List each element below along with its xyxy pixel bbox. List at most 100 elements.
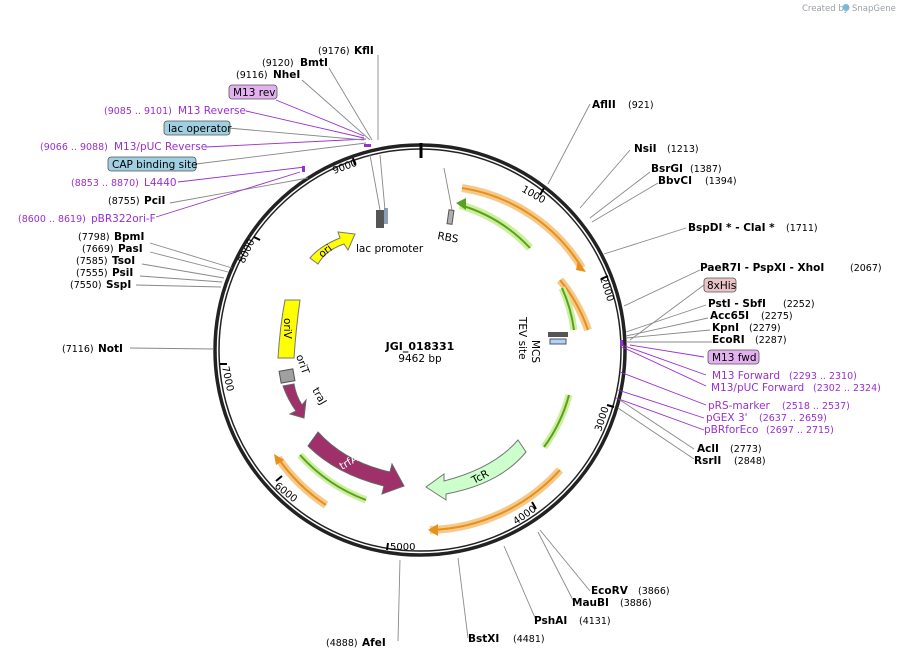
enzyme-kfli[interactable]: KflI	[354, 45, 374, 57]
his-tag-box[interactable]	[703, 277, 737, 293]
enzyme-pshai-pos: (4131)	[579, 616, 611, 627]
enzyme-kpni[interactable]: KpnI	[712, 322, 739, 334]
primer-pbr322ori-f-pos: (8600 .. 8619)	[18, 214, 86, 225]
primer-l4440-pos: (8853 .. 8870)	[71, 178, 139, 189]
enzyme-bpmi[interactable]: BpmI	[114, 231, 144, 243]
enzyme-tsoi-pos: (7585)	[76, 256, 108, 267]
enzyme-pasi-pos: (7669)	[82, 244, 114, 255]
enzyme-aflii[interactable]: AflII	[592, 99, 616, 111]
enzyme-bspdi-clai-pos: (1711)	[786, 223, 818, 234]
enzyme-psii-pos: (7555)	[76, 268, 108, 279]
lac-promoter-feature[interactable]	[376, 210, 384, 228]
primer-m13-puc-reverse-pos: (9066 .. 9088)	[40, 142, 108, 153]
enzyme-nsii-pos: (1213)	[667, 144, 699, 155]
enzyme-bmti-pos: (9120)	[262, 58, 294, 69]
enzyme-ecori[interactable]: EcoRI	[712, 334, 745, 346]
snapgene-logo-icon	[842, 4, 850, 11]
primer-m13-reverse-pos: (9085 .. 9101)	[104, 106, 172, 117]
lac-operator-label: lac operator	[168, 123, 232, 135]
oriv-label: oriV	[281, 318, 293, 340]
enzyme-aflii-pos: (921)	[628, 100, 654, 111]
enzyme-afei[interactable]: AfeI	[362, 637, 386, 649]
enzyme-bspdi-clai[interactable]: BspDI * - ClaI *	[688, 222, 775, 234]
enzyme-rsrii[interactable]: RsrII	[694, 455, 721, 467]
rbs-label: RBS	[436, 230, 459, 246]
lac-operator-box[interactable]	[163, 120, 231, 136]
enzyme-bstxi[interactable]: BstXI	[468, 633, 499, 645]
enzyme-bsrgi-pos: (1387)	[690, 164, 722, 175]
enzyme-bstxi-pos: (4481)	[513, 634, 545, 645]
enzyme-paer7i-pspxi-xhoi[interactable]: PaeR7I - PspXI - XhoI	[700, 262, 824, 274]
primer-pbrforeco-pos: (2697 .. 2715)	[766, 425, 834, 436]
enzyme-rsrii-pos: (2848)	[734, 456, 766, 467]
primer-prs-marker-pos: (2518 .. 2537)	[782, 401, 850, 412]
his-tag-label: 8xHis	[707, 280, 736, 292]
enzyme-kpni-pos: (2279)	[749, 323, 781, 334]
orit-feature[interactable]	[278, 368, 296, 384]
traj-label: traJ	[309, 386, 328, 408]
enzyme-pshai[interactable]: PshAI	[534, 615, 567, 627]
enzyme-maubi[interactable]: MauBI	[572, 597, 609, 609]
enzyme-acli-pos: (2773)	[730, 444, 762, 455]
m13-fwd-box[interactable]	[707, 349, 760, 365]
primer-m13-puc-reverse[interactable]: M13/pUC Reverse	[114, 141, 207, 153]
enzyme-nhei[interactable]: NheI	[273, 69, 300, 81]
primer-pbr322ori-f[interactable]: pBR322ori-F	[91, 213, 156, 225]
primer-pbrforeco[interactable]: pBRforEco	[704, 424, 758, 436]
enzyme-bbvci[interactable]: BbvCI	[658, 175, 692, 187]
enzyme-ecorv[interactable]: EcoRV	[591, 585, 629, 597]
enzyme-tsoi[interactable]: TsoI	[112, 255, 135, 267]
enzyme-sspi-pos: (7550)	[70, 280, 102, 291]
mcs-feature[interactable]	[549, 338, 567, 345]
tick-label-9000: 9000	[331, 158, 359, 177]
primer-prs-marker[interactable]: pRS-marker	[708, 400, 771, 412]
m13-fwd-label: M13 fwd	[712, 352, 757, 364]
trfa-feature[interactable]	[307, 431, 405, 495]
enzyme-pcii-pos: (8755)	[108, 196, 140, 207]
enzyme-bpmi-pos: (7798)	[78, 232, 110, 243]
enzyme-psii[interactable]: PsiI	[112, 267, 133, 279]
enzyme-labels-right: AflII (921) NsiI (1213) BsrGI (1387) Bbv…	[326, 99, 882, 649]
primer-m13-forward-pos: (2293 .. 2310)	[789, 371, 857, 382]
oriv-feature[interactable]	[277, 299, 301, 359]
primer-l4440[interactable]: L4440	[144, 177, 177, 189]
primer-m13-forward[interactable]: M13 Forward	[712, 370, 780, 382]
primer-m13-reverse[interactable]: M13 Reverse	[178, 105, 246, 117]
enzyme-acc65i[interactable]: Acc65I	[710, 310, 749, 322]
orf-arcs	[274, 184, 592, 536]
enzyme-nsii[interactable]: NsiI	[634, 143, 657, 155]
enzyme-pcii[interactable]: PciI	[144, 195, 165, 207]
cap-site-label: CAP binding site	[112, 159, 198, 171]
enzyme-ecorv-pos: (3866)	[638, 586, 670, 597]
lac-operator-feature[interactable]	[384, 208, 388, 224]
enzyme-kfli-pos: (9176)	[318, 46, 350, 57]
primer-pgex3[interactable]: pGEX 3'	[706, 412, 748, 424]
enzyme-noti[interactable]: NotI	[98, 343, 123, 355]
plasmid-size: 9462 bp	[398, 353, 442, 365]
rbs-feature[interactable]	[446, 209, 455, 225]
lac-promoter-label: lac promoter	[356, 243, 424, 255]
tick-marks	[220, 157, 615, 551]
primer-m13-puc-forward[interactable]: M13/pUC Forward	[711, 382, 804, 394]
enzyme-bsrgi[interactable]: BsrGI	[651, 163, 683, 175]
cap-site-box[interactable]	[107, 156, 197, 172]
traj-feature[interactable]	[282, 383, 307, 419]
tev-feature[interactable]	[548, 332, 568, 337]
primer-m13-puc-forward-pos: (2302 .. 2324)	[813, 383, 881, 394]
primer-mark-top	[364, 144, 371, 147]
enzyme-bmti[interactable]: BmtI	[300, 57, 328, 69]
credit-brand: SnapGene	[852, 4, 896, 14]
primer-mark	[620, 340, 623, 346]
enzyme-acc65i-pos: (2275)	[761, 311, 793, 322]
credit-text: Created by	[802, 4, 849, 14]
enzyme-psti-sbfi[interactable]: PstI - SbfI	[708, 298, 766, 310]
enzyme-afei-pos: (4888)	[326, 638, 358, 649]
enzyme-pasi[interactable]: PasI	[118, 243, 143, 255]
tcr-feature[interactable]	[425, 439, 527, 501]
ori-feature[interactable]	[309, 231, 356, 265]
enzyme-sspi[interactable]: SspI	[106, 279, 131, 291]
tev-label: TEV site	[516, 316, 528, 360]
tick-label-5000: 5000	[390, 542, 415, 553]
m13-rev-box[interactable]	[228, 84, 278, 100]
enzyme-acli[interactable]: AclI	[697, 443, 719, 455]
